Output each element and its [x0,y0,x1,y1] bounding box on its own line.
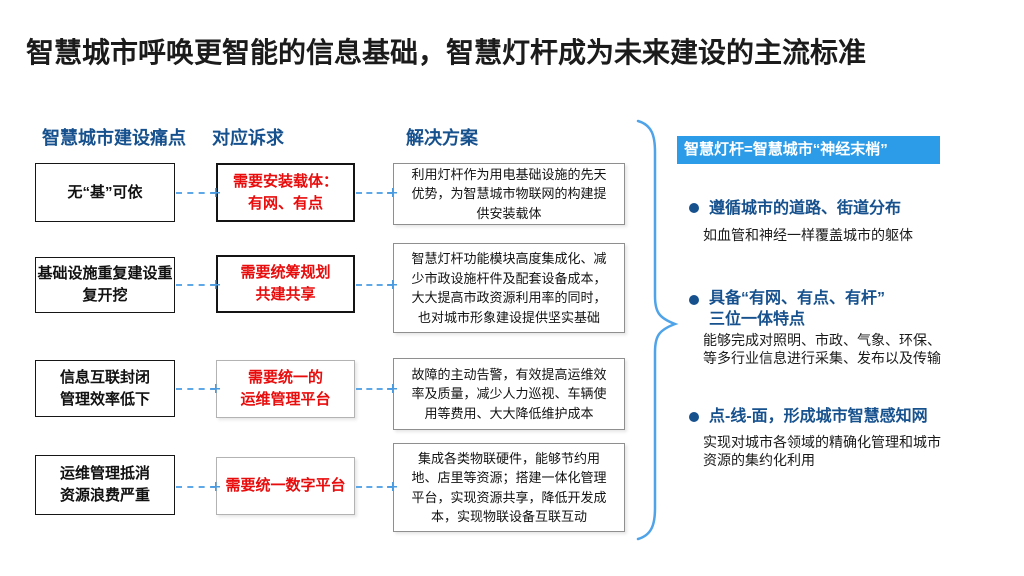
demand-box-2: 需要统筹规划 共建共享 [216,255,355,313]
bullet-detail-3: 实现对城市各领域的精确化管理和城市 资源的集约化利用 [703,434,941,469]
connector-line [176,192,216,194]
panel-header: 智慧灯杆=智慧城市“神经末梢” [677,136,940,164]
bullet-dot-icon [689,203,699,213]
connector-line [176,486,216,488]
bullet-detail-2: 能够完成对照明、市政、气象、环保、 等多行业信息进行采集、发布以及传输 [703,332,941,367]
solution-box-2: 智慧灯杆功能模块高度集成化、减 少市政设施杆件及配套设备成本， 大大提高市政资源… [393,243,625,333]
connector-anchor-icon [211,188,220,197]
connector-line [356,284,393,286]
solution-box-1: 利用灯杆作为用电基础设施的先天 优势，为智慧城市物联网的构建提 供安装载体 [393,163,625,225]
connector-line [356,192,393,194]
connector-line [176,284,216,286]
solution-box-4: 集成各类物联硬件，能够节约用 地、店里等资源；搭建一体化管理 平台，实现资源共享… [393,443,625,532]
connector-line [356,486,393,488]
bullet-heading-2: 具备“有网、有点、有杆” 三位一体特点 [709,290,886,328]
brace-icon [636,119,679,541]
connector-anchor-icon [211,280,220,289]
bullet-detail-1: 如血管和神经一样覆盖城市的躯体 [703,227,913,243]
pain-box-2: 基础设施重复建设重 复开挖 [35,257,175,313]
connector-line [356,388,393,390]
connector-anchor-icon [211,482,220,491]
pain-box-4: 运维管理抵消 资源浪费严重 [35,455,175,515]
connector-anchor-icon [388,188,397,197]
bullet-dot-icon [689,412,699,422]
demand-box-1: 需要安装载体： 有网、有点 [216,163,355,222]
connector-anchor-icon [388,384,397,393]
connector-anchor-icon [211,384,220,393]
column-header-demand: 对应诉求 [212,128,284,148]
pain-box-3: 信息互联封闭 管理效率低下 [35,360,175,417]
bullet-dot-icon [689,295,699,305]
bullet-heading-1: 遵循城市的道路、街道分布 [709,200,902,217]
demand-box-4: 需要统一数字平台 [216,457,355,515]
page-title: 智慧城市呼唤更智能的信息基础，智慧灯杆成为未来建设的主流标准 [26,37,867,68]
pain-box-1: 无“基”可依 [35,163,175,222]
column-header-pain: 智慧城市建设痛点 [42,128,186,148]
bullet-heading-3: 点-线-面，形成城市智慧感知网 [709,408,928,425]
connector-line [176,388,216,390]
connector-anchor-icon [388,280,397,289]
solution-box-3: 故障的主动告警，有效提高运维效 率及质量，减少人力巡视、车辆使 用等费用、大大降… [393,358,625,430]
connector-anchor-icon [388,482,397,491]
column-header-solution: 解决方案 [406,128,478,148]
demand-box-3: 需要统一的 运维管理平台 [216,360,355,418]
